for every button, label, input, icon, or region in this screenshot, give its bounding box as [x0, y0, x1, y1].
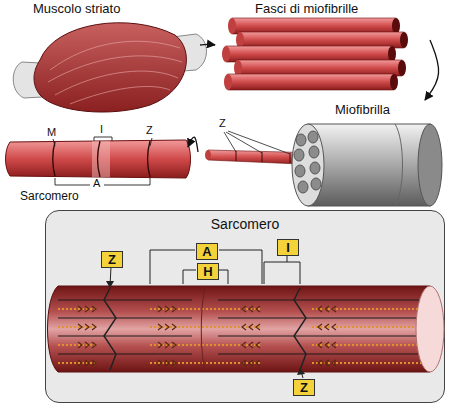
sarcomere-strip-drawing: [92, 141, 110, 177]
myofibril-drawing: [295, 165, 305, 177]
myofibril-drawing: [292, 124, 442, 206]
fiber-bundle-drawing: [390, 74, 398, 90]
fiber-bundle-drawing: [228, 74, 394, 90]
myofibril-cylinder: Miofibrilla: [280, 100, 445, 210]
muscle-drawing: [13, 62, 60, 98]
flow-arrow: [188, 137, 198, 152]
myofibril-bundle: Fasci di miofibrille: [215, 0, 430, 95]
thin-myofibril: Z: [198, 115, 308, 170]
flow-arrow: [425, 40, 439, 100]
myofibril-drawing: [395, 124, 403, 206]
fiber-bundle-drawing: [238, 60, 402, 76]
fiber-bundle-drawing: [226, 46, 392, 62]
myofibril-drawing: [298, 181, 308, 193]
muscle-illustration: Muscolo striato: [15, 0, 200, 115]
sarcomere-strip-drawing: [55, 178, 150, 185]
node-title: Sarcomero: [46, 216, 444, 232]
muscle-drawing: [165, 34, 207, 72]
fiber-bundle-drawing: [228, 18, 236, 34]
muscle-drawing: [48, 56, 182, 82]
muscle-drawing: [34, 23, 186, 112]
myofibril-drawing: [292, 124, 324, 206]
fiber-bundle-drawing: [234, 60, 242, 76]
sarcomere-strip-drawing: [53, 137, 152, 146]
band-letter: H: [198, 264, 218, 279]
fiber-bundle-drawing: [222, 46, 230, 62]
band-tag: Z: [293, 379, 315, 396]
thin-fiber-drawing: [224, 131, 290, 154]
band-tag: A: [196, 243, 218, 260]
sarcomere-strip: Sarcomero: [3, 125, 188, 207]
myofibril-drawing: [310, 162, 320, 174]
myofibril-drawing: [309, 146, 319, 158]
fiber-bundle-drawing: [388, 46, 396, 62]
myofibril-drawing: [308, 124, 430, 206]
band-tag: H: [197, 263, 219, 280]
band-label: M: [47, 126, 56, 139]
fiber-bundle-drawing: [232, 18, 396, 34]
band-letter: A: [197, 244, 217, 259]
thin-fiber-drawing: [236, 151, 290, 163]
fiber-bundle-drawing: [224, 74, 232, 90]
muscle-drawing: [55, 71, 178, 95]
band-label: Z: [146, 124, 153, 137]
muscle-drawing: [13, 23, 206, 112]
fiber-bundle-drawing: [236, 32, 244, 48]
band-label: A: [93, 177, 100, 190]
sarcomere-panel: SarcomeroZ AH I Z: [45, 210, 445, 403]
fiber-bundle-drawing: [398, 60, 406, 76]
thin-fiber-drawing: [205, 150, 211, 160]
fiber-bundle-drawing: [240, 32, 404, 48]
sarcomere-strip-drawing: [6, 140, 191, 178]
band-tag: I: [277, 239, 299, 256]
fiber-bundle-drawing: [222, 18, 408, 90]
node-title: Fasci di miofibrille: [255, 2, 358, 17]
myofibril-drawing: [294, 149, 304, 161]
band-letter: Z: [102, 252, 122, 267]
myofibril-drawing: [296, 134, 306, 146]
node-title: Sarcomero: [20, 190, 79, 204]
myofibril-drawing: [308, 131, 318, 143]
band-letter: Z: [294, 380, 314, 395]
node-title: Z: [219, 117, 226, 130]
band-letter: I: [278, 240, 298, 255]
band-tag: Z: [101, 251, 123, 268]
sarcomere-strip-drawing: [53, 141, 150, 177]
thin-fiber-drawing: [205, 131, 322, 165]
flow-arrow: [200, 44, 215, 46]
node-title: Miofibrilla: [335, 103, 390, 118]
fiber-bundle-drawing: [400, 32, 408, 48]
myofibril-drawing: [418, 124, 442, 206]
muscle-drawing: [70, 86, 170, 104]
fiber-bundle-drawing: [392, 18, 400, 34]
node-title: Muscolo striato: [33, 2, 120, 17]
thin-fiber-drawing: [208, 150, 322, 165]
band-label: I: [100, 123, 103, 136]
myofibril-drawing: [311, 178, 321, 190]
muscle-drawing: [50, 41, 180, 70]
